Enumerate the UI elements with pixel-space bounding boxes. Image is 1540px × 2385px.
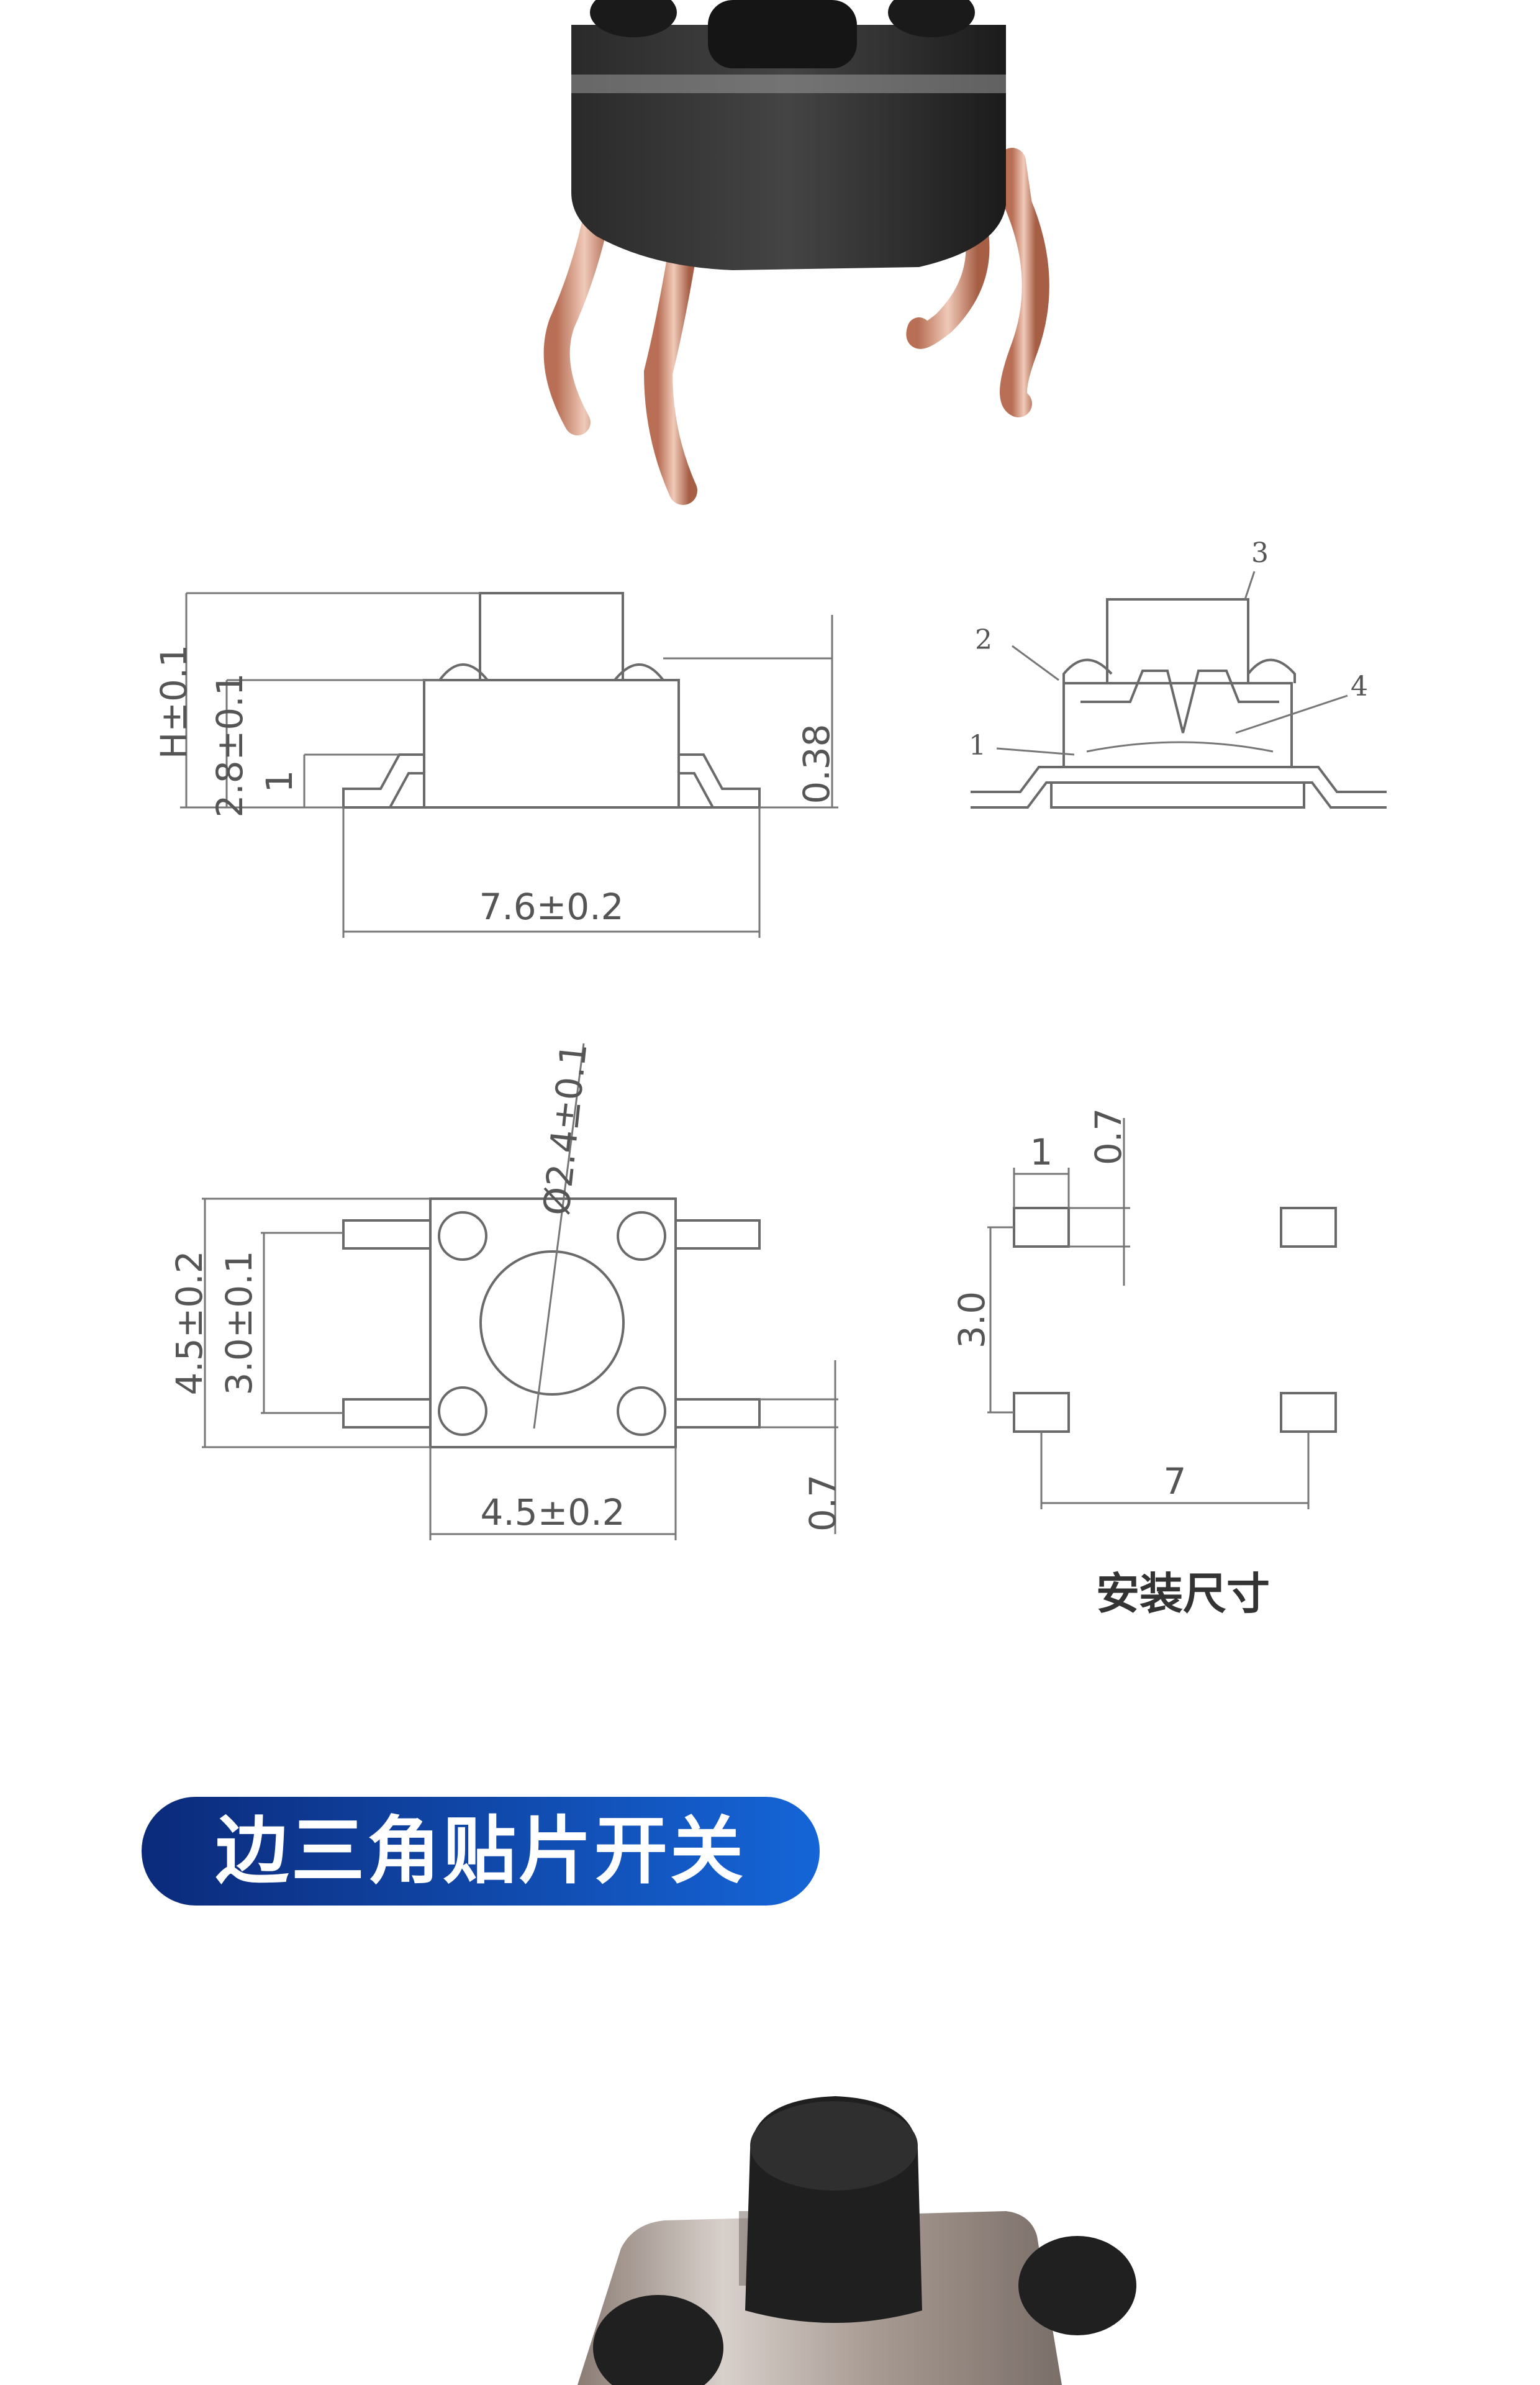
pin-pitch-label: 3.0±0.1 <box>218 1250 260 1395</box>
switch-photo-top <box>543 0 1049 505</box>
pitch-vertical-label: 3.0 <box>951 1291 993 1348</box>
pad-width-label: 1 <box>1030 1131 1053 1173</box>
side-view-drawing: H±0.1 2.8±0.1 1 0.38 7.6±0.2 <box>153 592 838 938</box>
callout-1: 1 <box>969 730 986 761</box>
pad-height-label: 0.7 <box>1087 1108 1130 1165</box>
callout-4: 4 <box>1351 671 1368 702</box>
thickness-label: 0.38 <box>795 724 838 804</box>
width-label: 7.6±0.2 <box>479 886 623 928</box>
height-label: H±0.1 <box>153 645 195 759</box>
body-height-label: 2.8±0.1 <box>209 673 251 817</box>
callout-2: 2 <box>975 624 992 656</box>
footprint-caption: 安装尺寸 <box>1096 1568 1270 1619</box>
pitch-horizontal-label: 7 <box>1164 1460 1187 1502</box>
terminal-offset-label: 1 <box>258 770 301 793</box>
banner-title: 边三角贴片开关 <box>215 1808 746 1894</box>
outer-height-label: 4.5±0.2 <box>168 1250 211 1395</box>
callout-3: 3 <box>1251 537 1269 569</box>
body-width-label: 4.5±0.2 <box>480 1491 625 1533</box>
switch-photo-bottom <box>578 2096 1136 2385</box>
section-view-drawing: 1 2 3 4 <box>969 537 1387 809</box>
pin-width-label: 0.7 <box>802 1474 844 1532</box>
diameter-label: Ø2.4±0.1 <box>535 1041 596 1217</box>
section-banner: 边三角贴片开关 <box>142 1797 820 1906</box>
footprint-drawing: 1 0.7 3.0 7 安装尺寸 <box>951 1108 1337 1619</box>
top-view-drawing: Ø2.4±0.1 4.5±0.2 3.0±0.1 0.7 4.5±0.2 <box>168 1041 844 1540</box>
